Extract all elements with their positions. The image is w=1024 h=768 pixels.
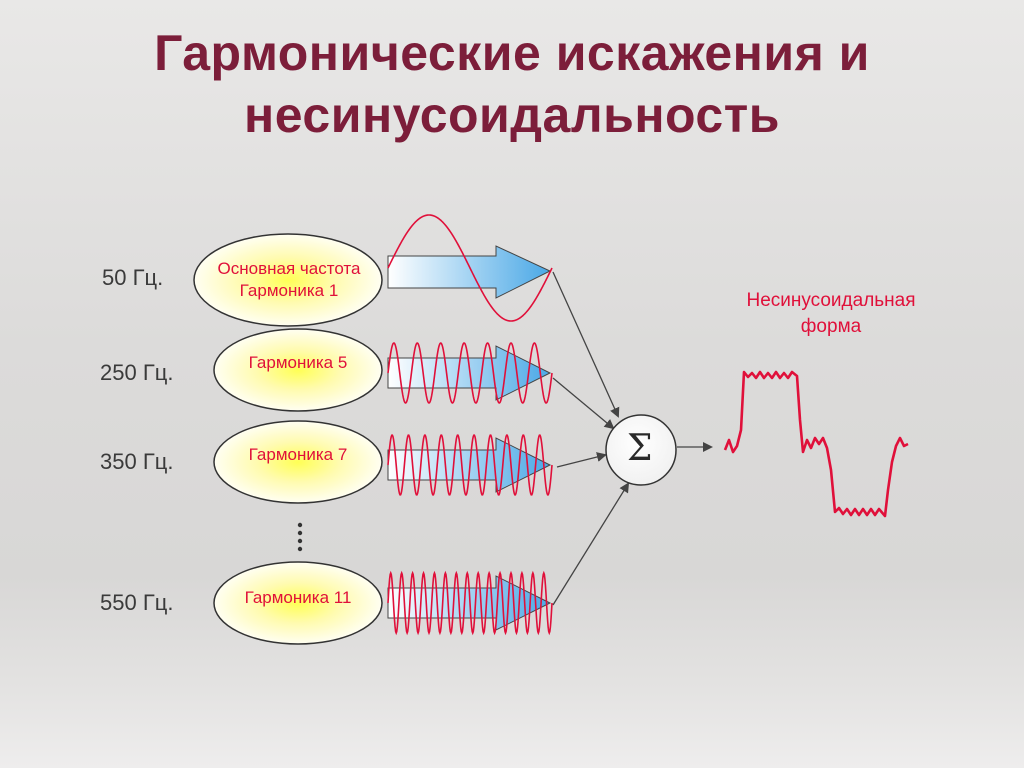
result-line1: Несинусоидальная bbox=[746, 290, 916, 311]
harmonic-5-label: Гармоника 5 bbox=[248, 353, 348, 372]
harmonic-1-line2: Гармоника 1 bbox=[239, 281, 339, 300]
frequency-label-5: 250 Гц. bbox=[100, 360, 174, 385]
harmonic-5-ellipse bbox=[213, 328, 383, 412]
harmonic-1-label: Основная частота Гармоника 1 bbox=[196, 258, 382, 302]
arrow-5 bbox=[387, 345, 552, 401]
connector-11 bbox=[552, 482, 630, 606]
vertical-ellipsis bbox=[297, 522, 303, 552]
arrow-1 bbox=[387, 245, 552, 299]
harmonic-11-wave bbox=[387, 570, 553, 636]
sigma-icon: Σ bbox=[627, 428, 653, 469]
harmonic-11-label: Гармоника 11 bbox=[244, 588, 352, 607]
connector-1 bbox=[552, 271, 620, 418]
result-line2: форма bbox=[800, 316, 862, 337]
connector-7 bbox=[556, 452, 607, 468]
result-label: Несинусоидальная форма bbox=[720, 288, 942, 340]
connector-5 bbox=[552, 377, 615, 430]
title-line-2: несинусоидальность bbox=[244, 87, 780, 143]
harmonic-5-wave bbox=[387, 342, 553, 404]
harmonic-1-wave bbox=[387, 214, 553, 322]
summation-circle bbox=[605, 414, 677, 486]
frequency-label-7: 350 Гц. bbox=[100, 449, 174, 474]
title-line-1: Гармонические искажения и bbox=[154, 25, 870, 81]
frequency-label-1: 50 Гц. bbox=[102, 265, 164, 290]
harmonic-1-ellipse bbox=[193, 233, 383, 327]
harmonic-11-ellipse bbox=[213, 561, 383, 645]
frequency-label-11: 550 Гц. bbox=[100, 590, 174, 615]
harmonic-7-label: Гармоника 7 bbox=[248, 445, 348, 464]
harmonic-7-ellipse bbox=[213, 420, 383, 504]
harmonic-1-line1: Основная частота bbox=[217, 259, 361, 278]
nonsinusoidal-waveform bbox=[723, 370, 909, 518]
harmonic-7-wave bbox=[387, 434, 553, 496]
page-title: Гармонические искажения и несинусоидальн… bbox=[0, 22, 1024, 146]
